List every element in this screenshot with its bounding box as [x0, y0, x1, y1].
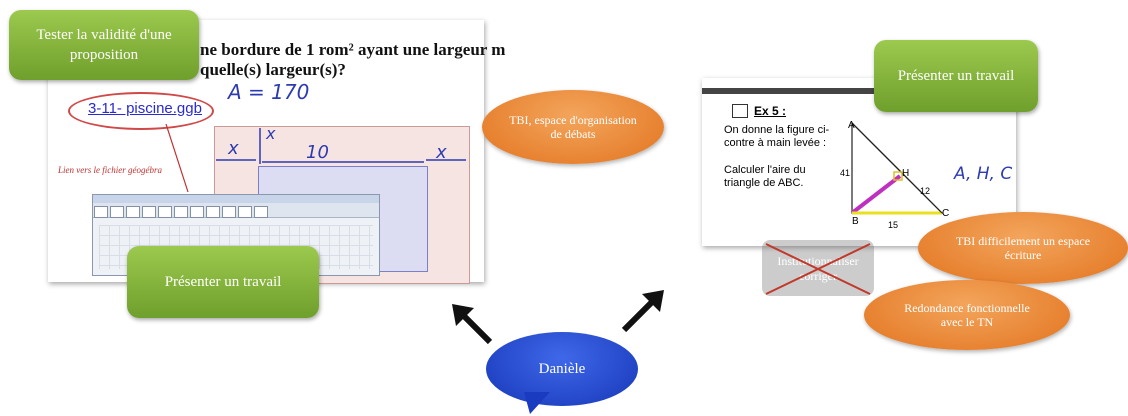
exercise-text-2: Calculer l'aire du triangle de ABC.	[724, 164, 806, 189]
speech-bubble-tail	[524, 392, 550, 414]
tool-icon[interactable]	[110, 206, 124, 219]
tool-icon[interactable]	[254, 206, 268, 219]
handwritten-vertices: A, H, C	[954, 164, 1013, 184]
bubble-tester-validite: Tester la validité d'une proposition	[9, 10, 199, 80]
label-c: C	[942, 208, 950, 219]
speech-bubble-daniele: Danièle	[486, 332, 638, 406]
bubble-tbi-debats-text: TBI, espace d'organisation de débats	[509, 113, 637, 141]
tool-icon[interactable]	[142, 206, 156, 219]
arrow-up-right-icon	[621, 290, 664, 333]
tool-icon[interactable]	[238, 206, 252, 219]
header-strip	[702, 88, 1016, 94]
speech-bubble-daniele-text: Danièle	[538, 360, 586, 377]
dimension-x-left: x	[228, 138, 239, 159]
arrow-up-left-icon	[452, 304, 493, 345]
bubble-presenter-travail-right: Présenter un travail	[874, 40, 1038, 112]
bubble-tbi-debats: TBI, espace d'organisation de débats	[482, 90, 664, 164]
triangle-figure	[850, 121, 944, 215]
tool-icon[interactable]	[126, 206, 140, 219]
dimension-x-right: x	[436, 142, 447, 163]
label-h: H	[902, 168, 910, 179]
tool-icon[interactable]	[158, 206, 172, 219]
side-41: 41	[840, 168, 851, 178]
checkbox-icon	[732, 104, 748, 118]
exercise-text-1: On donne la figure ci-contre à main levé…	[724, 124, 830, 149]
bubble-tbi-ecriture-text: TBI difficilement un espace écriture	[955, 234, 1091, 262]
side-12: 12	[920, 186, 931, 196]
link-note: Lien vers le fichier géogébra	[58, 165, 162, 175]
dimension-10: 10	[306, 142, 329, 163]
bubble-redondance-text: Redondance fonctionnelle avec le TN	[904, 301, 1030, 329]
tool-icon[interactable]	[94, 206, 108, 219]
handwritten-area: A = 170	[228, 80, 310, 104]
bubble-institutionnaliser: Institutionnaliser corriger	[762, 240, 874, 296]
question-line-2: quelle(s) largeur(s)?	[200, 60, 346, 79]
side-15: 15	[888, 220, 899, 230]
dimension-arrows	[216, 128, 466, 164]
link-highlight-ellipse	[68, 92, 214, 130]
bubble-presenter-travail-left: Présenter un travail	[127, 246, 319, 318]
label-b: B	[852, 216, 859, 227]
bubble-tbi-ecriture: TBI difficilement un espace écriture	[918, 212, 1128, 284]
cross-out-mark	[765, 243, 871, 295]
tool-icon[interactable]	[190, 206, 204, 219]
label-a: A	[848, 120, 855, 131]
tool-icon[interactable]	[174, 206, 188, 219]
tool-icon[interactable]	[206, 206, 220, 219]
dimension-x-top: x	[266, 124, 276, 143]
annotation-lines	[165, 123, 189, 193]
bubble-redondance: Redondance fonctionnelle avec le TN	[864, 280, 1070, 350]
tool-icon[interactable]	[222, 206, 236, 219]
geogebra-file-link[interactable]: 3-11- piscine.ggb	[88, 100, 202, 117]
exercise-title: Ex 5 :	[754, 104, 787, 118]
question-line-1: ne bordure de 1 rom² ayant une largeur m	[200, 40, 506, 59]
